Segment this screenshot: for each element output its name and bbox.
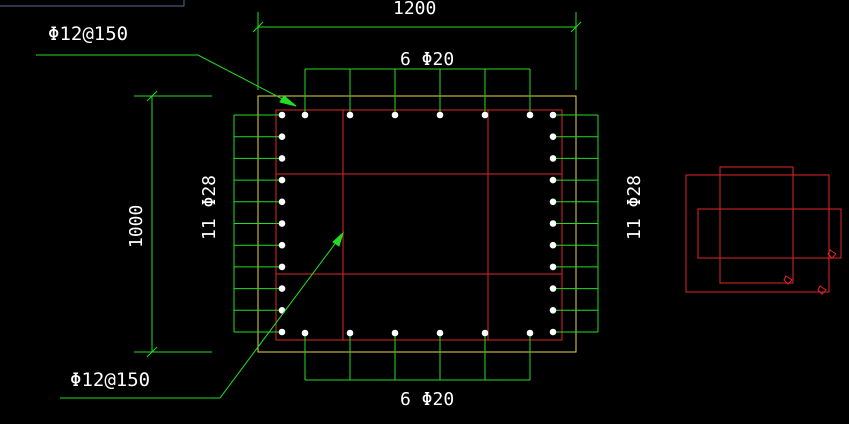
section-thumbnail (685, 166, 842, 295)
right-bar-dot (549, 198, 557, 206)
height-dim-label: 1000 (126, 205, 147, 248)
left-bar-dot (278, 155, 286, 162)
stirrup-group (275, 109, 563, 341)
right-bar-dot (549, 241, 557, 249)
left-bar-dot (278, 111, 286, 119)
stirrup-top-label: Φ12@150 (48, 23, 128, 45)
right-bar-dot (549, 220, 557, 227)
left-bar-dot (278, 263, 286, 271)
left-bar-dot (278, 241, 286, 249)
thumb-vertical-stirrup (719, 166, 794, 284)
left-bar-dot (278, 328, 286, 336)
top-bar-dot (436, 111, 444, 119)
top-bar-dot (481, 111, 489, 119)
outer-stirrup (275, 109, 563, 341)
height-dim-tick-top (146, 90, 158, 102)
right-bar-dot (549, 263, 557, 271)
top-bar-dot (346, 111, 354, 119)
width-dim-tick-left (252, 21, 264, 33)
stirrup-bottom-label: Φ12@150 (70, 369, 150, 391)
stirrup-bottom-leader-arrow (332, 231, 345, 247)
top-bar-dot (391, 111, 399, 119)
rebar-leader-ticks (233, 68, 599, 381)
stirrup-leaders (36, 54, 345, 399)
left-bar-dot (278, 176, 286, 184)
thumb-outer (685, 174, 830, 293)
right-bar-dot (549, 285, 557, 292)
right-bar-dot (549, 133, 557, 140)
left-bar-dot (278, 285, 286, 292)
left-bar-dot (278, 307, 286, 314)
thumb-hook-1 (783, 275, 793, 285)
right-bar-dot (549, 111, 557, 119)
right-bar-dot (549, 176, 557, 184)
top-bar-dot (526, 111, 534, 119)
width-dim-tick-right (570, 21, 582, 33)
stirrup-top-leader (36, 54, 297, 107)
height-dim-tick-bottom (146, 346, 158, 358)
bottom-bar-dot (391, 329, 399, 337)
right-bars-label: 11 Φ28 (624, 175, 645, 240)
bottom-bar-dot (436, 329, 444, 337)
width-dim-label: 1200 (393, 0, 436, 19)
rebar-dots (278, 111, 557, 337)
thumb-hook-3 (827, 249, 837, 259)
stirrup-bottom-leader (60, 232, 344, 399)
top-bar-dot (301, 111, 309, 119)
dimension-lines (134, 12, 582, 358)
right-bar-dot (549, 155, 557, 162)
column-section-outline (257, 95, 577, 353)
bottom-bar-dot (346, 329, 354, 337)
bottom-bar-dot (481, 329, 489, 337)
stirrup-top-leader-arrow (279, 95, 297, 107)
thumb-hook-2 (817, 285, 827, 295)
bottom-bars-label: 6 Φ20 (400, 389, 454, 410)
left-bars-label: 11 Φ28 (199, 175, 220, 240)
left-bar-dot (278, 133, 286, 140)
top-bars-label: 6 Φ20 (400, 49, 454, 70)
right-bar-dot (549, 328, 557, 336)
viewport-frame (0, 0, 185, 7)
bottom-bar-dot (301, 329, 309, 337)
bottom-bar-dot (526, 329, 534, 337)
left-bar-dot (278, 220, 286, 227)
right-bar-dot (549, 307, 557, 314)
thumb-horizontal-stirrup (697, 208, 842, 259)
left-bar-dot (278, 198, 286, 206)
